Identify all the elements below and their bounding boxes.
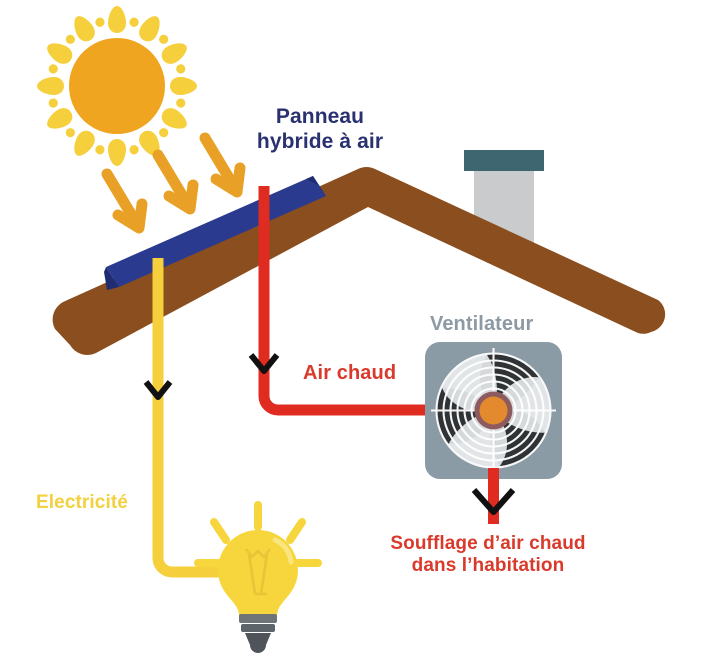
sunlight-arrow-1 <box>101 168 148 234</box>
ventilation-fan-unit <box>425 342 562 479</box>
fan-label: Ventilateur <box>430 313 534 335</box>
hot-air-arrowhead <box>248 353 280 374</box>
blow-arrowhead <box>471 488 516 515</box>
hot-air-pipe <box>248 186 432 416</box>
sunlight-arrow-3 <box>199 132 246 198</box>
bulb-base <box>239 614 277 623</box>
bulb-glass <box>218 530 298 616</box>
light-bulb-icon <box>194 501 322 653</box>
electricity-label: Electricité <box>36 492 128 513</box>
blowing-label: Soufflage d’air chaud dans l’habitation <box>390 533 586 577</box>
panel-label: Panneau hybride à air <box>256 105 384 153</box>
electricity-arrowhead <box>143 380 173 400</box>
fan-hub <box>474 391 513 430</box>
sunlight-arrows <box>101 132 246 234</box>
hot-air-blow-arrow <box>471 468 516 524</box>
electricity-wire <box>143 258 226 578</box>
bulb-glow-rays <box>194 501 322 567</box>
sun-icon <box>37 6 197 166</box>
hot-air-label: Air chaud <box>303 362 397 384</box>
sunlight-arrow-2 <box>152 149 199 215</box>
